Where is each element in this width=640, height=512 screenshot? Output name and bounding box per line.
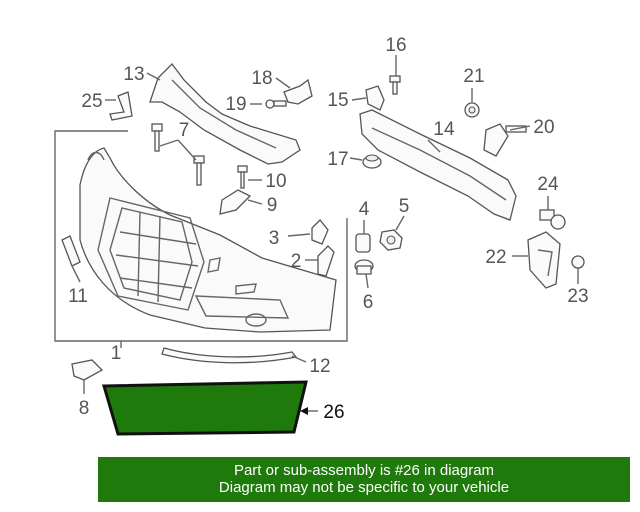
- part-22-bracket[interactable]: [527, 231, 561, 289]
- label-19: 19: [225, 94, 246, 115]
- part-13-upper-carrier[interactable]: [149, 63, 301, 165]
- info-banner: Part or sub-assembly is #26 in diagram D…: [98, 457, 630, 502]
- parts-diagram: 1 2 3 4 5 6 7 8 9 10 11 12 13 14 15 16 1…: [54, 35, 589, 436]
- label-16: 16: [385, 35, 406, 56]
- label-2: 2: [291, 251, 302, 272]
- label-21: 21: [463, 66, 484, 87]
- part-10-bolt[interactable]: [237, 165, 248, 189]
- part-7-bolts[interactable]: [151, 123, 205, 186]
- assembly-bracket-box: [54, 130, 348, 342]
- part-14-impact-bar[interactable]: [359, 109, 517, 221]
- part-6-bushing[interactable]: [354, 259, 374, 275]
- label-20: 20: [533, 117, 554, 138]
- banner-line-1: Part or sub-assembly is #26 in diagram: [233, 462, 495, 479]
- label-9: 9: [267, 195, 278, 216]
- label-1: 1: [111, 343, 122, 364]
- label-6: 6: [363, 292, 374, 313]
- label-22: 22: [485, 247, 506, 268]
- bumper-cover[interactable]: [79, 147, 337, 333]
- banner-line-2: Diagram may not be specific to your vehi…: [218, 479, 510, 496]
- label-7: 7: [179, 120, 190, 141]
- part-17-grommet[interactable]: [362, 154, 382, 169]
- label-17: 17: [327, 149, 348, 170]
- label-24: 24: [537, 174, 559, 195]
- part-2-bracket[interactable]: [317, 245, 335, 277]
- label-10: 10: [265, 171, 286, 192]
- part-21-nut[interactable]: [464, 102, 480, 118]
- part-26-highlighted[interactable]: [102, 380, 308, 436]
- part-20-mount[interactable]: [483, 123, 527, 157]
- label-12: 12: [309, 356, 330, 377]
- label-13: 13: [123, 64, 144, 85]
- part-4-nut[interactable]: [355, 233, 371, 253]
- label-5: 5: [399, 196, 410, 217]
- part-9-bracket[interactable]: [219, 189, 252, 215]
- part-12-trim-strip[interactable]: [161, 347, 298, 364]
- part-3-fastener[interactable]: [311, 219, 329, 245]
- label-4: 4: [359, 199, 370, 220]
- part-19-bolt[interactable]: [265, 99, 287, 109]
- label-23: 23: [567, 286, 588, 307]
- label-11: 11: [68, 286, 88, 307]
- part-8-clip[interactable]: [71, 359, 104, 381]
- part-18-bracket[interactable]: [283, 78, 313, 105]
- label-3: 3: [269, 228, 280, 249]
- part-23-bolt[interactable]: [571, 255, 585, 269]
- label-8: 8: [79, 398, 90, 419]
- part-25-clip[interactable]: [109, 91, 133, 121]
- leader-lines: [71, 55, 579, 415]
- part-16-bolt[interactable]: [389, 75, 401, 95]
- label-26: 26: [323, 402, 344, 423]
- part-5-nut[interactable]: [379, 229, 403, 251]
- label-14: 14: [433, 119, 455, 140]
- part-24-clip[interactable]: [539, 209, 566, 230]
- label-25: 25: [81, 91, 102, 112]
- label-15: 15: [327, 90, 348, 111]
- part-11-reflector[interactable]: [61, 235, 81, 267]
- label-18: 18: [251, 68, 272, 89]
- part-15-bracket[interactable]: [365, 85, 385, 111]
